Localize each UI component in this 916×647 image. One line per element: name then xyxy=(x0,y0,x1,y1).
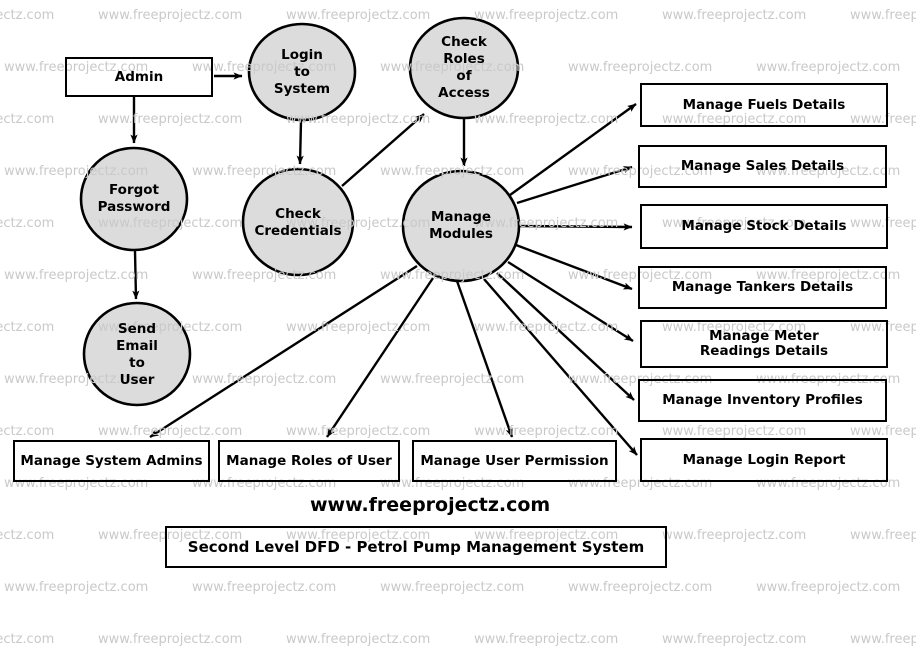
diagram-title: Second Level DFD - Petrol Pump Managemen… xyxy=(187,537,645,556)
module-manage-inventory-profiles[interactable]: Manage Inventory Profiles xyxy=(638,379,887,422)
flow-modules-to-roles-of-user xyxy=(326,277,434,438)
module-manage-inventory-profiles-label: Manage Inventory Profiles xyxy=(662,392,863,408)
flow-modules-to-sales xyxy=(516,165,633,205)
module-manage-sales-details[interactable]: Manage Sales Details xyxy=(638,145,887,188)
flow-modules-to-meter-readings xyxy=(507,260,634,343)
flow-modules-to-tankers xyxy=(515,243,633,291)
module-manage-system-admins-label: Manage System Admins xyxy=(20,452,203,469)
watermark-text: www.freeprojectz.com xyxy=(662,632,807,647)
module-manage-fuels-details-label: Manage Fuels Details xyxy=(682,96,846,113)
module-manage-stock-details-label: Manage Stock Details xyxy=(681,218,847,234)
process-forgot-password xyxy=(79,146,189,252)
module-manage-roles-of-user-label: Manage Roles of User xyxy=(226,452,392,469)
entity-admin-label: Admin xyxy=(114,68,164,85)
flow-modules-to-login-report xyxy=(483,278,638,456)
watermark-text: www.freeprojectz.com xyxy=(850,632,916,647)
flow-login-to-check-credentials xyxy=(296,120,304,165)
flow-forgot-password-to-send-email xyxy=(132,250,140,300)
flow-modules-to-fuels xyxy=(509,103,637,196)
entity-admin[interactable]: Admin xyxy=(65,57,213,97)
watermark-text: www.freeprojectz.com xyxy=(286,632,431,647)
watermark-text: www.freeprojectz.com xyxy=(98,632,243,647)
module-manage-sales-details-label: Manage Sales Details xyxy=(680,158,845,174)
flow-check-credentials-to-check-roles xyxy=(341,113,425,187)
process-check-roles-of-access xyxy=(408,16,520,120)
process-send-email-to-user xyxy=(82,301,192,407)
module-manage-login-report[interactable]: Manage Login Report xyxy=(640,438,888,482)
flow-modules-to-inventory xyxy=(496,272,635,401)
module-manage-system-admins[interactable]: Manage System Admins xyxy=(13,440,210,482)
module-manage-tankers-details[interactable]: Manage Tankers Details xyxy=(638,266,887,309)
module-manage-login-report-label: Manage Login Report xyxy=(682,451,846,468)
module-manage-user-permission-label: Manage User Permission xyxy=(420,452,609,469)
process-check-credentials xyxy=(241,167,355,277)
process-login-to-system xyxy=(247,22,357,122)
diagram-title-box: Second Level DFD - Petrol Pump Managemen… xyxy=(165,526,667,568)
flow-modules-to-system-admins xyxy=(149,264,418,439)
brand-text: www.freeprojectz.com xyxy=(310,494,551,516)
module-manage-fuels-details[interactable]: Manage Fuels Details xyxy=(640,83,888,127)
watermark-text: www.freeprojectz.com xyxy=(474,632,619,647)
flow-modules-to-user-permission xyxy=(455,280,514,438)
module-manage-tankers-details-label: Manage Tankers Details xyxy=(671,279,854,295)
module-manage-user-permission[interactable]: Manage User Permission xyxy=(412,440,617,482)
diagram-vectors xyxy=(79,16,638,456)
module-manage-roles-of-user[interactable]: Manage Roles of User xyxy=(218,440,400,482)
module-manage-stock-details[interactable]: Manage Stock Details xyxy=(640,204,888,249)
flow-modules-to-stock xyxy=(518,223,633,231)
dfd-canvas: www.freeprojectz.com www.freeprojectz.com… xyxy=(0,8,916,647)
watermark-text: www.freeprojectz.com xyxy=(0,632,55,647)
